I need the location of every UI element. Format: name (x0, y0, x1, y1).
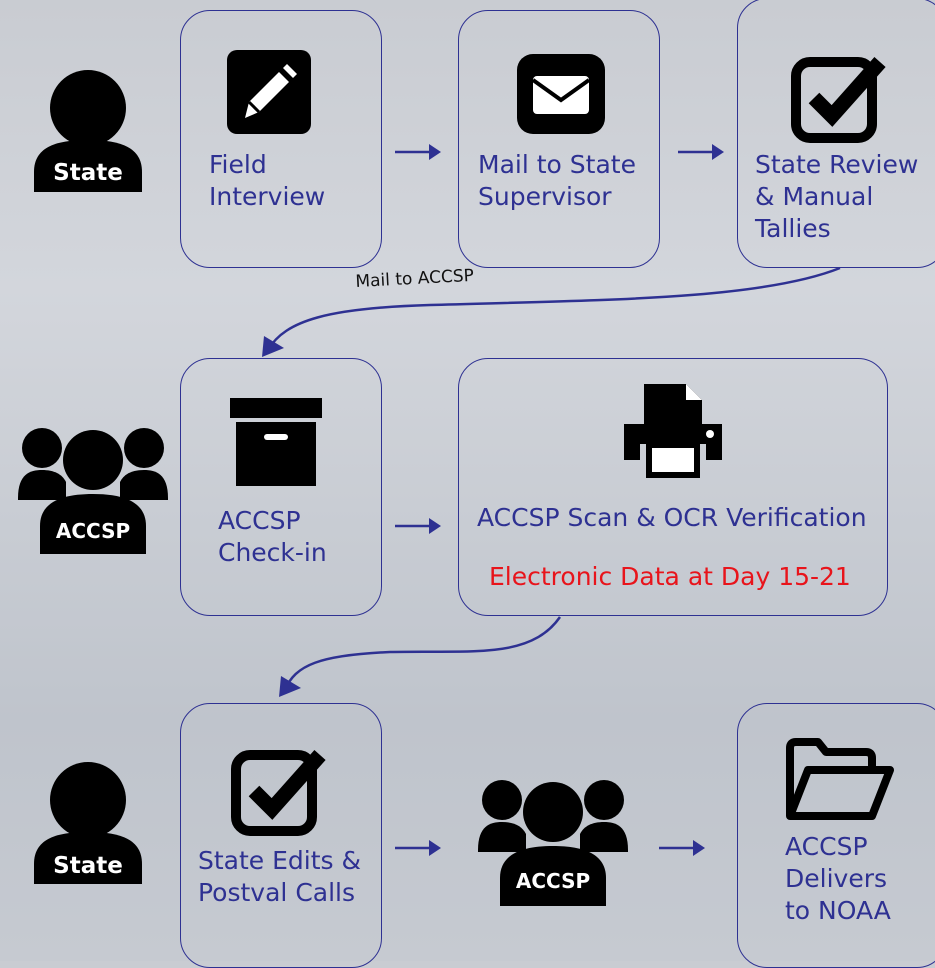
arrow-3 (395, 518, 441, 534)
arrow-5 (659, 840, 705, 856)
step-field-interview (180, 10, 382, 268)
step-mail-to-supervisor (458, 10, 660, 268)
user-icon (34, 70, 142, 192)
step-check-in (180, 358, 382, 616)
state-badge-bottom-text: State (53, 853, 123, 879)
step-state-review-label: State Review & Manual Tallies (755, 150, 919, 243)
folder-open-icon (786, 738, 894, 820)
state-badge-top: State (53, 160, 123, 186)
curve-scan-arrowhead (279, 676, 301, 697)
printer-icon (624, 384, 722, 478)
archive-box-icon (230, 398, 322, 486)
curve-scan-to-edits (283, 616, 562, 691)
arrow-2 (678, 144, 724, 160)
group-icon-bottom (478, 780, 628, 906)
arrow-1 (395, 144, 441, 160)
curve-review-arrowhead (262, 336, 284, 357)
step-scan-ocr-label: ACCSP Scan & OCR Verification (477, 503, 867, 532)
step-scan-ocr (458, 358, 888, 616)
state-badge-bottom: State (53, 853, 123, 879)
step-state-review (737, 0, 935, 268)
accsp-badge-bottom: ACCSP (516, 869, 590, 893)
step-delivers-label: ACCSP Delivers to NOAA (785, 832, 891, 925)
accsp-badge-bottom-text: ACCSP (516, 869, 590, 893)
accsp-badge-mid: ACCSP (56, 519, 130, 543)
step-state-edits-label: State Edits & Postval Calls (198, 846, 362, 907)
group-icon (18, 428, 168, 554)
step-check-in-label: ACCSP Check-in (218, 506, 327, 567)
envelope-icon (517, 54, 605, 134)
state-badge-top-text: State (53, 160, 123, 186)
user-icon-bottom (34, 762, 142, 884)
electronic-data-note: Electronic Data at Day 15-21 (489, 562, 851, 591)
step-field-interview-label: Field Interview (209, 150, 326, 211)
arrow-4 (395, 840, 441, 856)
checkbox-icon (791, 57, 886, 143)
curve-review-to-checkin (266, 266, 841, 351)
accsp-badge-mid-text: ACCSP (56, 519, 130, 543)
checkbox-icon-bottom (231, 750, 326, 836)
pencil-icon (227, 50, 311, 134)
step-mail-to-supervisor-label: Mail to State Supervisor (478, 150, 636, 211)
